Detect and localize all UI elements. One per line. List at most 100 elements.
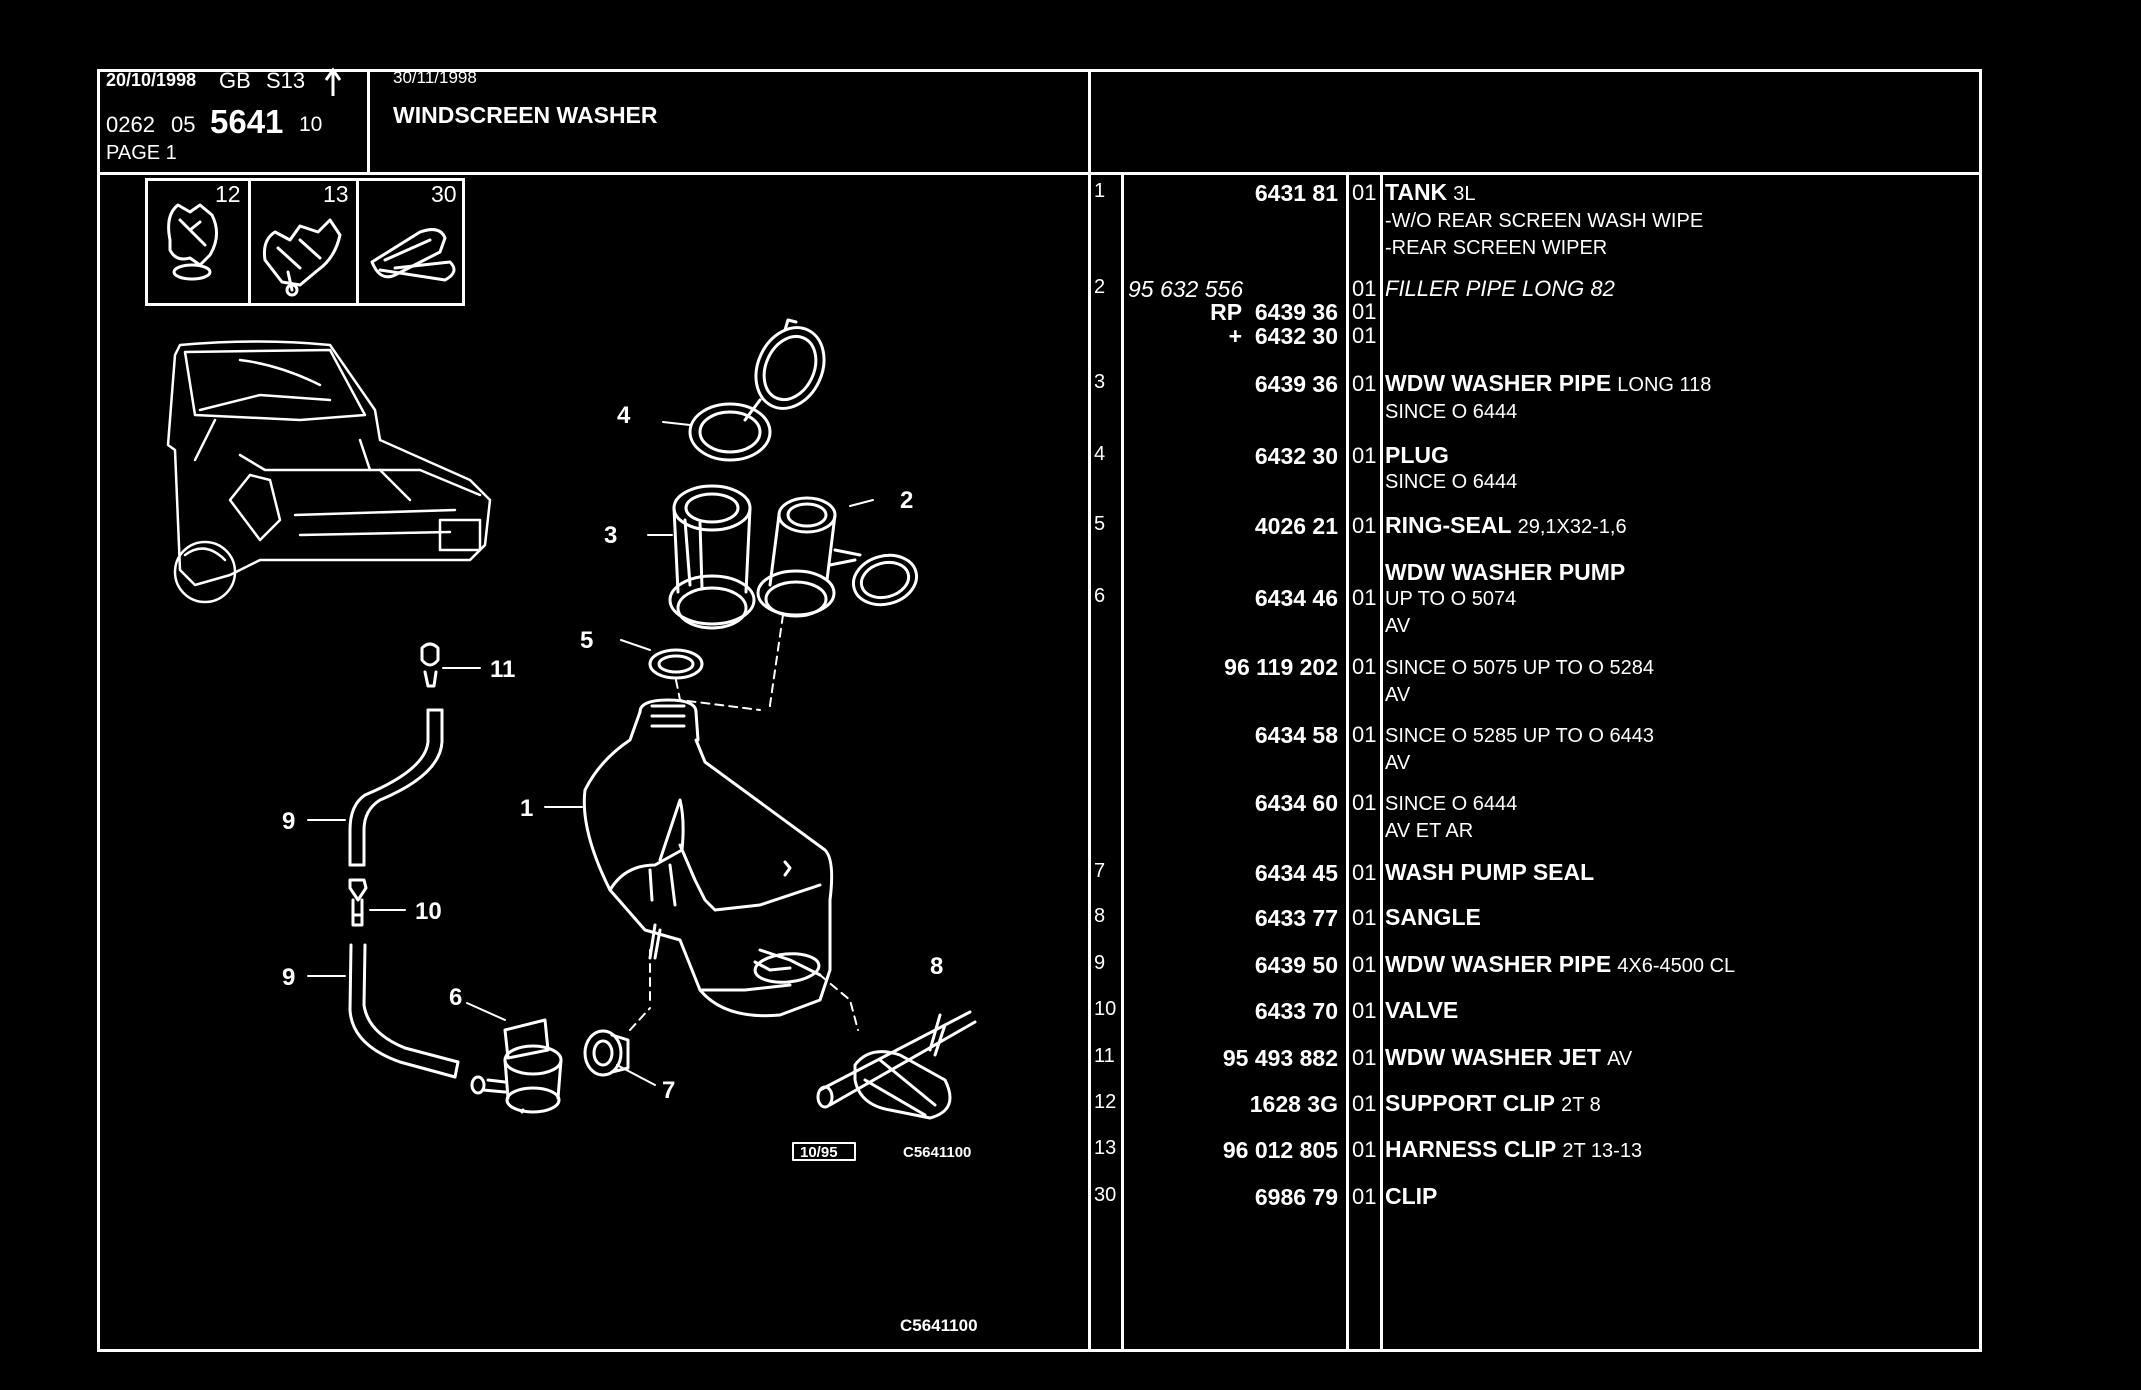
ref-number: 9: [1094, 952, 1106, 974]
part-number: 6434 45: [1254, 860, 1338, 886]
ref-number: 10: [1094, 998, 1117, 1020]
quantity: 01: [1352, 1184, 1377, 1209]
ref-number: 2: [1094, 276, 1106, 298]
part-number: RP 6439 36: [1124, 299, 1338, 326]
desc-line: SINCE O 5075 UP TO O 5284: [1385, 657, 1655, 679]
quantity: 01: [1352, 905, 1377, 930]
desc-extra: 4X6-4500 CL: [1617, 955, 1736, 977]
quantity: 01: [1352, 654, 1377, 679]
part-number: 6434 60: [1254, 790, 1338, 816]
ref-number: 13: [1094, 1137, 1117, 1159]
pump-6: [470, 1018, 563, 1114]
description: WDW WASHER PIPE LONG 118 SINCE O 6444: [1385, 371, 1945, 425]
quantity: 01: [1352, 585, 1377, 610]
harness-clip-icon: [263, 218, 342, 297]
part-number: 4026 21: [1254, 513, 1338, 539]
desc-main: SANGLE: [1385, 904, 1481, 930]
desc-main: CLIP: [1385, 1183, 1438, 1209]
support-clip-icon: [167, 203, 218, 281]
desc-main: WASH PUMP SEAL: [1385, 859, 1595, 885]
part-number-italic: 95 632 556: [1128, 276, 1244, 302]
washer-pipe-3: [668, 484, 756, 630]
part-number: 95 632 556: [1128, 276, 1342, 303]
inset-number-13: 13: [323, 181, 349, 207]
header-region: GB: [219, 68, 251, 93]
desc-main: SUPPORT CLIP: [1385, 1090, 1555, 1116]
quantity: 01: [1352, 1091, 1377, 1116]
desc-line: AV: [1385, 752, 1411, 774]
filler-cap-ring: [688, 402, 772, 462]
desc-main: WDW WASHER PIPE: [1385, 951, 1612, 977]
desc-main: PLUG: [1385, 442, 1449, 468]
parts-col-line-2: [1346, 175, 1349, 1352]
desc-line: AV: [1385, 684, 1411, 706]
header-code-prefix: 0262: [106, 112, 155, 137]
description: SUPPORT CLIP 2T 8: [1385, 1091, 1945, 1118]
header-date-right: 30/11/1998: [393, 68, 477, 87]
quantity: 01: [1352, 722, 1377, 747]
desc-line: SINCE O 6444: [1385, 471, 1518, 493]
part-number: 1628 3G: [1249, 1091, 1338, 1117]
description: RING-SEAL 29,1X32-1,6: [1385, 513, 1945, 540]
page-title: WINDSCREEN WASHER: [393, 102, 658, 128]
ref-number: 3: [1094, 371, 1106, 393]
desc-italic: FILLER PIPE LONG 82: [1385, 276, 1615, 301]
page-frame: [97, 69, 1982, 1352]
parts-col-line-1: [1121, 175, 1124, 1352]
part-number: 6434 58: [1254, 722, 1338, 748]
header-rule-left: [97, 172, 1088, 175]
ref-number: 11: [1094, 1045, 1115, 1067]
quantity: 01: [1352, 1045, 1377, 1070]
desc-line: SINCE O 6444: [1385, 401, 1518, 423]
desc-line: SINCE O 6444: [1385, 793, 1518, 815]
ref-number: 5: [1094, 513, 1106, 535]
inset-divider-2: [356, 178, 359, 306]
desc-extra: AV: [1607, 1048, 1633, 1070]
description: HARNESS CLIP 2T 13-13: [1385, 1137, 1945, 1164]
desc-extra: 2T 13-13: [1562, 1140, 1643, 1162]
inset-number-12: 12: [215, 181, 241, 207]
desc-extra: LONG 118: [1617, 374, 1712, 396]
filler-pipe-2: [756, 496, 919, 618]
quantity: 01: [1352, 1137, 1377, 1162]
quantity: 01: [1352, 323, 1377, 348]
desc-line: -W/O REAR SCREEN WASH WIPE: [1385, 210, 1704, 232]
ref-number: 6: [1094, 585, 1106, 607]
part-number: 96 119 202: [1224, 654, 1338, 680]
description: CLIP: [1385, 1184, 1945, 1209]
part-number: + 6432 30: [1124, 323, 1338, 350]
description: PLUG SINCE O 6444: [1385, 443, 1945, 495]
header-divider-left: [367, 69, 370, 175]
washer-pipe-9: [348, 708, 460, 1079]
ref-number: 4: [1094, 443, 1106, 465]
part-number: 6433 70: [1254, 998, 1338, 1024]
part-prefix: +: [1228, 323, 1243, 349]
header-code-mid: 05: [171, 112, 196, 137]
part-number-value: 6439 36: [1254, 299, 1338, 325]
desc-main: HARNESS CLIP: [1385, 1136, 1557, 1162]
part-number: 6433 77: [1254, 905, 1338, 931]
ref-number: 12: [1094, 1091, 1117, 1113]
header-rule-right: [1088, 172, 1982, 175]
desc-main: WDW WASHER PUMP: [1385, 559, 1626, 585]
header-series: S13: [266, 68, 306, 93]
quantity: 01: [1352, 998, 1377, 1023]
part-number: 6431 81: [1254, 180, 1338, 206]
part-number: 6986 79: [1254, 1184, 1338, 1210]
header-page-label: PAGE 1: [106, 142, 177, 165]
description: WASH PUMP SEAL: [1385, 860, 1945, 885]
header-code-main: 5641: [210, 103, 284, 140]
inset-divider-1: [248, 178, 251, 306]
inset-box: [145, 178, 465, 306]
desc-extra: 3L: [1453, 183, 1476, 205]
quantity: 01: [1352, 443, 1377, 468]
part-prefix: RP: [1210, 299, 1243, 325]
quantity: 01: [1352, 371, 1377, 396]
ring-seal-5: [648, 648, 704, 680]
quantity: 01: [1352, 790, 1377, 815]
description: TANK 3L -W/O REAR SCREEN WASH WIPE -REAR…: [1385, 180, 1945, 261]
header-code-suffix: 10: [299, 113, 323, 136]
valve-10: [348, 878, 368, 927]
quantity: 01: [1352, 299, 1377, 324]
washer-jet-11: [420, 642, 440, 688]
